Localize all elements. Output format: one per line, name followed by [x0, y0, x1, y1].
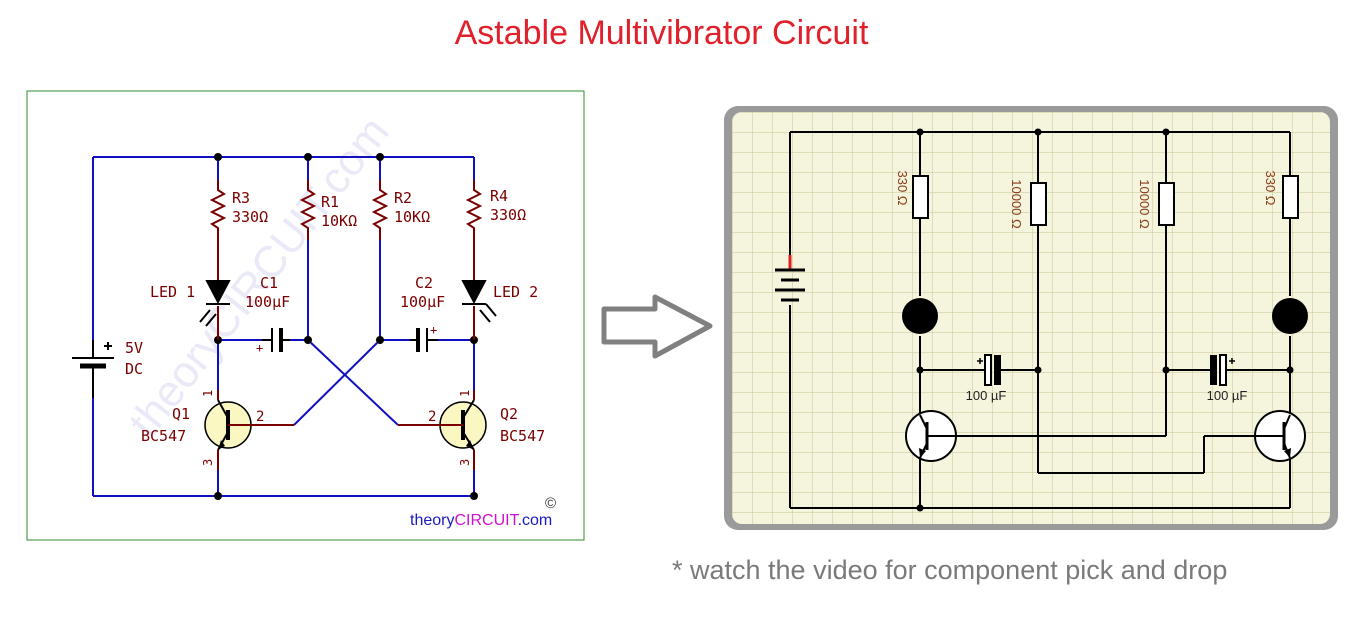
- q1-part: BC547: [141, 427, 186, 445]
- sim-resistor-right-outer: [1282, 175, 1299, 219]
- sim-r-right-inner-label: 10000 Ω: [1137, 179, 1152, 229]
- brand-suffix: .com: [518, 512, 553, 529]
- brand-highlight: CIRCUIT: [454, 512, 519, 529]
- q2-pin-emitter: 3: [458, 459, 472, 466]
- video-footnote: * watch the video for component pick and…: [672, 555, 1228, 585]
- q1-pin-emitter: 3: [201, 459, 215, 466]
- r3-value: 330Ω: [232, 208, 268, 226]
- q2-pin-base: 2: [428, 409, 436, 425]
- sim-resistor-right-inner: [1158, 182, 1175, 226]
- sim-transistor-right: [1254, 410, 1306, 462]
- sim-resistor-left-outer: [912, 175, 929, 219]
- c2-value: 100µF: [400, 293, 445, 311]
- sim-cap-left-label: 100 µF: [966, 388, 1007, 403]
- r1-name: R1: [321, 193, 339, 211]
- c2-name: C2: [415, 274, 433, 292]
- sim-battery-symbol: [775, 255, 805, 302]
- sim-cap-right-symbol: [1210, 354, 1235, 386]
- battery-symbol: [72, 340, 114, 398]
- c2-plus: +: [430, 323, 437, 337]
- led2-label: LED 2: [493, 283, 538, 301]
- simulation-grid: [732, 112, 1330, 524]
- schematic-panel: theoryCIRCUIT.com: [26, 90, 585, 541]
- r3-name: R3: [232, 189, 250, 207]
- led1-label: LED 1: [150, 283, 195, 301]
- junction-dots: [214, 153, 478, 500]
- right-arrow-icon: [601, 294, 713, 359]
- r2-value: 10KΩ: [394, 208, 430, 226]
- battery-voltage: 5V: [125, 339, 143, 357]
- schematic-wires: [92, 156, 475, 497]
- c2-symbol: [410, 328, 438, 352]
- sim-led-right: [1272, 298, 1308, 334]
- brand-prefix: theory: [410, 512, 454, 529]
- led2-symbol: [461, 280, 497, 323]
- q2-name: Q2: [500, 405, 518, 423]
- simulation-panel: 330 Ω 10000 Ω 10000 Ω 330 Ω 100 µF 100 µ…: [724, 106, 1338, 530]
- copyright-symbol: ©: [545, 495, 556, 512]
- q1-pin-collector: 1: [201, 390, 215, 397]
- c1-name: C1: [260, 274, 278, 292]
- r4-value: 330Ω: [490, 206, 526, 224]
- r1-value: 10KΩ: [321, 212, 357, 230]
- resistor-symbols: [209, 180, 483, 340]
- c1-plus: +: [256, 341, 263, 355]
- q1-name: Q1: [172, 405, 190, 423]
- schematic-frame: [26, 90, 585, 541]
- led1-symbol: [199, 280, 231, 327]
- sim-cap-left-symbol: [977, 354, 1001, 386]
- q2-pin-collector: 1: [458, 390, 472, 397]
- q1-symbol: [204, 390, 294, 470]
- sim-cap-right-label: 100 µF: [1207, 388, 1248, 403]
- sim-transistor-left: [905, 410, 957, 462]
- r2-name: R2: [394, 189, 412, 207]
- c1-value: 100µF: [245, 293, 290, 311]
- r4-name: R4: [490, 187, 508, 205]
- sim-r-left-inner-label: 10000 Ω: [1009, 179, 1024, 229]
- brand-text: theoryCIRCUIT.com: [410, 512, 552, 529]
- q2-part: BC547: [500, 427, 545, 445]
- page-title: Astable Multivibrator Circuit: [0, 14, 1363, 53]
- q2-symbol: [398, 390, 487, 470]
- sim-r-left-outer-label: 330 Ω: [895, 170, 910, 205]
- q1-pin-base: 2: [256, 409, 264, 425]
- sim-led-left: [902, 298, 938, 334]
- simulation-junctions: [916, 128, 1294, 512]
- sim-resistor-left-inner: [1030, 182, 1047, 226]
- sim-r-right-outer-label: 330 Ω: [1263, 170, 1278, 205]
- title-text: Astable Multivibrator Circuit: [454, 14, 869, 52]
- battery-type: DC: [125, 360, 143, 378]
- c1-symbol: [262, 328, 290, 352]
